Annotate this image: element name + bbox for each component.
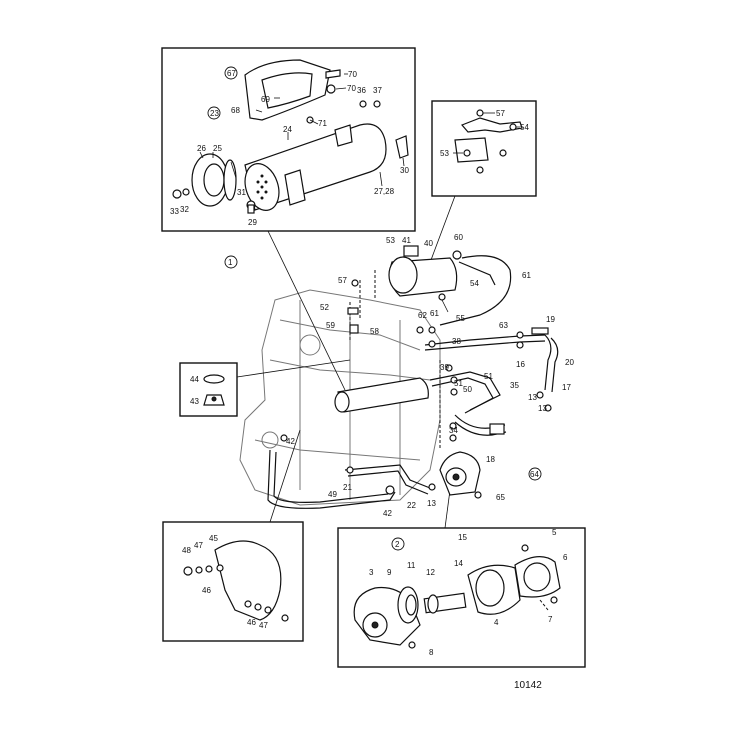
inset-pump: 2 3 9 11 12 14 15 5 6 4 7 8 <box>337 527 586 668</box>
inset-bracket-label-57: 57 <box>496 109 505 118</box>
label-61-b: 61 <box>430 309 439 318</box>
label-70-a: 70 <box>348 70 357 79</box>
label-56: 55 <box>456 314 465 323</box>
label-26: 26 <box>197 144 206 153</box>
inset-bracket: 57 54 53 <box>431 100 537 197</box>
label-43: 43 <box>190 397 199 406</box>
pump-label-11: 12 <box>426 568 435 577</box>
label-60: 59 <box>326 321 335 330</box>
group-callout-23-text: 23 <box>210 109 219 118</box>
pump-label-7: 7 <box>548 615 553 624</box>
inset-heat-exchanger <box>161 47 416 232</box>
label-40: 50 <box>463 385 472 394</box>
label-51-b: 42 <box>383 509 392 518</box>
label-70-b: 70 <box>347 84 356 93</box>
label-52: 49 <box>328 490 337 499</box>
label-27-28: 27,28 <box>374 187 395 196</box>
label-48: 48 <box>182 546 191 555</box>
label-19: 19 <box>546 315 555 324</box>
label-65: 65 <box>496 493 505 502</box>
pump-label-3: 3 <box>369 568 374 577</box>
label-66: 63 <box>499 321 508 330</box>
pump-label-9: 9 <box>387 568 392 577</box>
label-22: 22 <box>407 501 416 510</box>
label-54: 53 <box>386 236 395 245</box>
label-42: 51 <box>484 372 493 381</box>
pump-label-12: 14 <box>454 559 463 568</box>
group-callout-2 <box>391 537 405 551</box>
label-31: 32 <box>180 205 189 214</box>
label-55: 54 <box>470 279 479 288</box>
label-36: 36 <box>357 86 366 95</box>
inset-bracket-label-54: 54 <box>520 123 529 132</box>
label-41: 51 <box>454 379 463 388</box>
label-47-a: 47 <box>194 541 203 550</box>
drawing-number: 10142 <box>514 680 542 691</box>
label-63: 62 <box>418 311 427 320</box>
group-callout-67-text: 67 <box>227 69 236 78</box>
label-24: 24 <box>283 125 292 134</box>
pump-label-6: 6 <box>563 553 568 562</box>
inset-bottom-left: 48 47 45 46 46 47 <box>162 521 304 642</box>
label-51-a: 42 <box>286 437 295 446</box>
label-25: 25 <box>213 144 222 153</box>
label-13-c: 13 <box>427 499 436 508</box>
label-59: 58 <box>370 327 379 336</box>
group-callout-2-text: 2 <box>395 540 400 549</box>
label-44: 44 <box>190 375 199 384</box>
label-62: 61 <box>522 271 531 280</box>
group-callout-67 <box>224 66 238 80</box>
label-21: 21 <box>343 483 352 492</box>
label-46-b: 46 <box>247 618 256 627</box>
inset-bracket-label-53: 53 <box>440 149 449 158</box>
label-30: 30 <box>400 166 409 175</box>
label-71: 71 <box>318 119 327 128</box>
label-45: 45 <box>209 534 218 543</box>
label-58: 57 <box>338 276 347 285</box>
label-37: 37 <box>373 86 382 95</box>
label-13-a: 13 <box>528 393 537 402</box>
label-34: 34 <box>449 426 458 435</box>
pump-label-5: 5 <box>552 528 557 537</box>
label-47-b: 47 <box>259 621 268 630</box>
group-callout-1 <box>224 255 238 269</box>
group-callout-64 <box>528 467 542 481</box>
pump-label-14: 15 <box>458 533 467 542</box>
pump-label-10: 11 <box>407 561 416 570</box>
label-32: 33 <box>170 207 179 216</box>
inset-ring: 44 43 <box>179 362 238 417</box>
label-17: 17 <box>562 383 571 392</box>
label-61-a: 60 <box>454 233 463 242</box>
main-labels: 53 41 40 60 61 57 54 52 55 62 61 59 58 6… <box>286 233 574 518</box>
label-53: 52 <box>320 303 329 312</box>
main-assembly: 1 <box>224 195 559 529</box>
label-35: 35 <box>510 381 519 390</box>
group-callout-1-text: 1 <box>228 258 233 267</box>
inset-heat-exchanger-labels: 67 23 70 70 36 37 68 69 71 24 26 25 31 2… <box>170 66 409 227</box>
label-13-b: 13 <box>538 404 547 413</box>
label-46-a: 46 <box>202 586 211 595</box>
label-16: 16 <box>516 360 525 369</box>
label-18: 18 <box>486 455 495 464</box>
group-callout-23 <box>207 106 221 120</box>
label-33: 29 <box>248 218 257 227</box>
label-38: 38 <box>452 337 461 346</box>
inset-ring-frame <box>179 362 238 417</box>
label-29: 31 <box>237 188 246 197</box>
group-callout-64-text: 64 <box>530 470 539 479</box>
label-49: 40 <box>424 239 433 248</box>
pump-label-8: 8 <box>429 648 434 657</box>
label-69: 69 <box>261 95 270 104</box>
label-68: 68 <box>231 106 240 115</box>
label-20: 20 <box>565 358 574 367</box>
label-39: 39 <box>440 363 449 372</box>
pump-label-4: 4 <box>494 618 499 627</box>
label-50: 41 <box>402 236 411 245</box>
